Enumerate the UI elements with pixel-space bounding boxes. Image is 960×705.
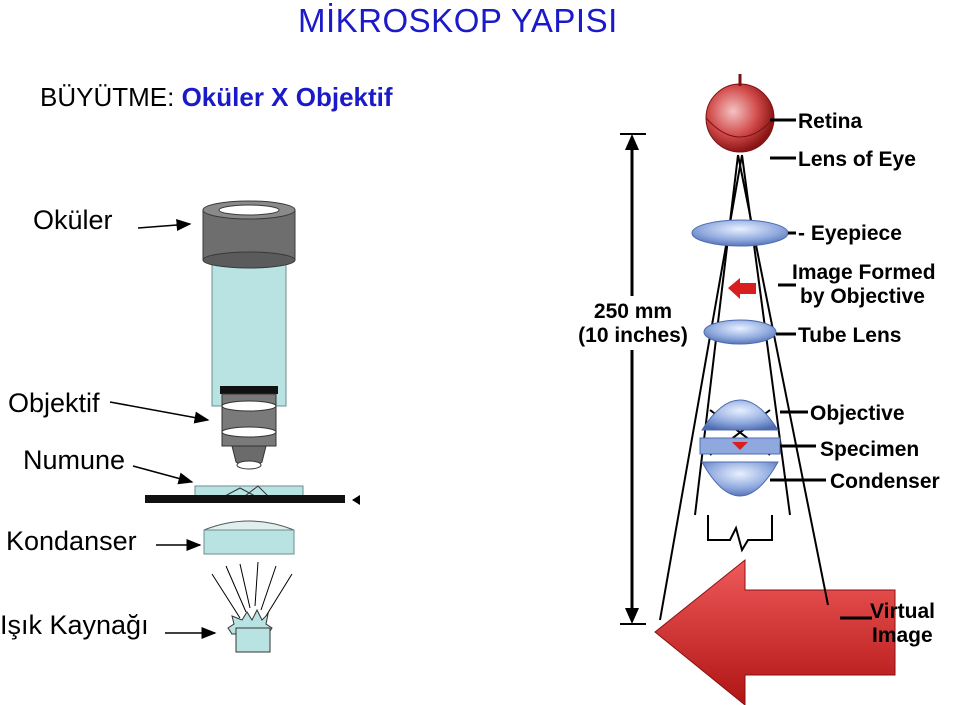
body-tube xyxy=(211,249,287,407)
distance-label-inches: (10 inches) xyxy=(578,324,688,347)
label-okuler: Oküler xyxy=(33,205,113,235)
condenser-lens xyxy=(701,461,779,497)
magnification-formula: BÜYÜTME: Oküler X Objektif xyxy=(40,82,393,113)
label-tube-lens: Tube Lens xyxy=(798,324,901,347)
eyepiece-cap xyxy=(202,200,296,269)
light-rays xyxy=(211,561,293,619)
eye-icon xyxy=(705,74,775,153)
label-numune: Numune xyxy=(23,445,126,475)
tube-lens xyxy=(703,319,777,345)
label-isik-kaynagi: Işık Kaynağı xyxy=(0,610,149,640)
arrow-numune xyxy=(132,465,194,485)
virtual-image-arrow xyxy=(654,558,896,705)
label-image-formed: Image Formed xyxy=(792,261,936,284)
label-lens-of-eye: Lens of Eye xyxy=(798,148,916,171)
formula-prefix: BÜYÜTME: xyxy=(40,82,182,112)
page-title: MİKROSKOP YAPISI xyxy=(298,2,618,39)
label-kondanser: Kondanser xyxy=(6,526,137,556)
specimen-slide xyxy=(194,485,304,497)
arrow-objektif xyxy=(109,401,210,424)
label-by-objective: by Objective xyxy=(800,285,925,308)
eyepiece-lens xyxy=(691,219,789,247)
label-eyepiece: - Eyepiece xyxy=(798,222,902,245)
microscope-schematic xyxy=(109,200,360,653)
label-leaders xyxy=(770,118,872,620)
label-condenser: Condenser xyxy=(830,470,940,493)
light-bulb xyxy=(227,608,273,653)
arrow-okuler xyxy=(137,219,192,232)
intermediate-image-arrow xyxy=(728,278,756,299)
objective-lens-assembly xyxy=(221,393,277,470)
optical-path-diagram: 250 mm (10 inches) R xyxy=(568,74,940,705)
condenser xyxy=(203,520,295,555)
objective-lens xyxy=(701,399,779,431)
distance-label: 250 mm xyxy=(594,300,672,323)
label-specimen: Specimen xyxy=(820,438,919,461)
label-objektif: Objektif xyxy=(8,388,100,418)
nosepiece-bar xyxy=(220,386,278,394)
label-image: Image xyxy=(872,624,933,647)
formula-value: Oküler X Objektif xyxy=(181,82,393,112)
label-virtual: Virtual xyxy=(870,600,935,623)
stage xyxy=(145,495,345,503)
label-retina: Retina xyxy=(798,110,863,133)
label-objective: Objective xyxy=(810,402,905,425)
